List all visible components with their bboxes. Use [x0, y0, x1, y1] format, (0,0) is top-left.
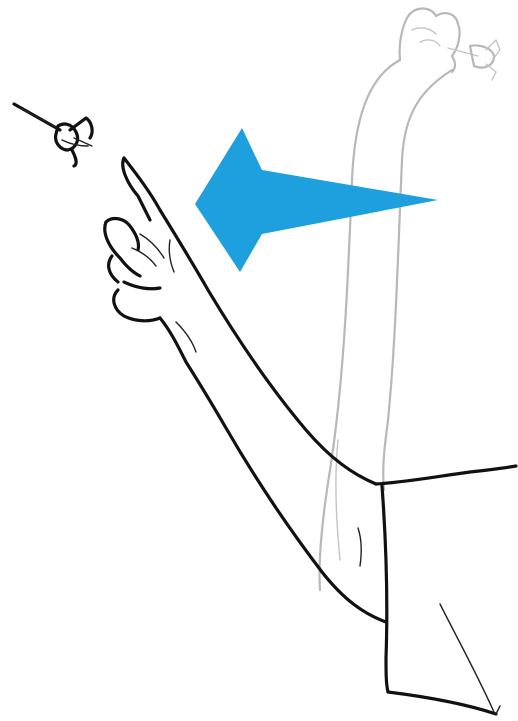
sleeve [376, 466, 516, 714]
motion-arrow-icon [195, 128, 438, 272]
ghost-dart-icon [448, 40, 500, 80]
ghost-arm-start-position [319, 9, 459, 590]
dart-icon [14, 104, 92, 166]
